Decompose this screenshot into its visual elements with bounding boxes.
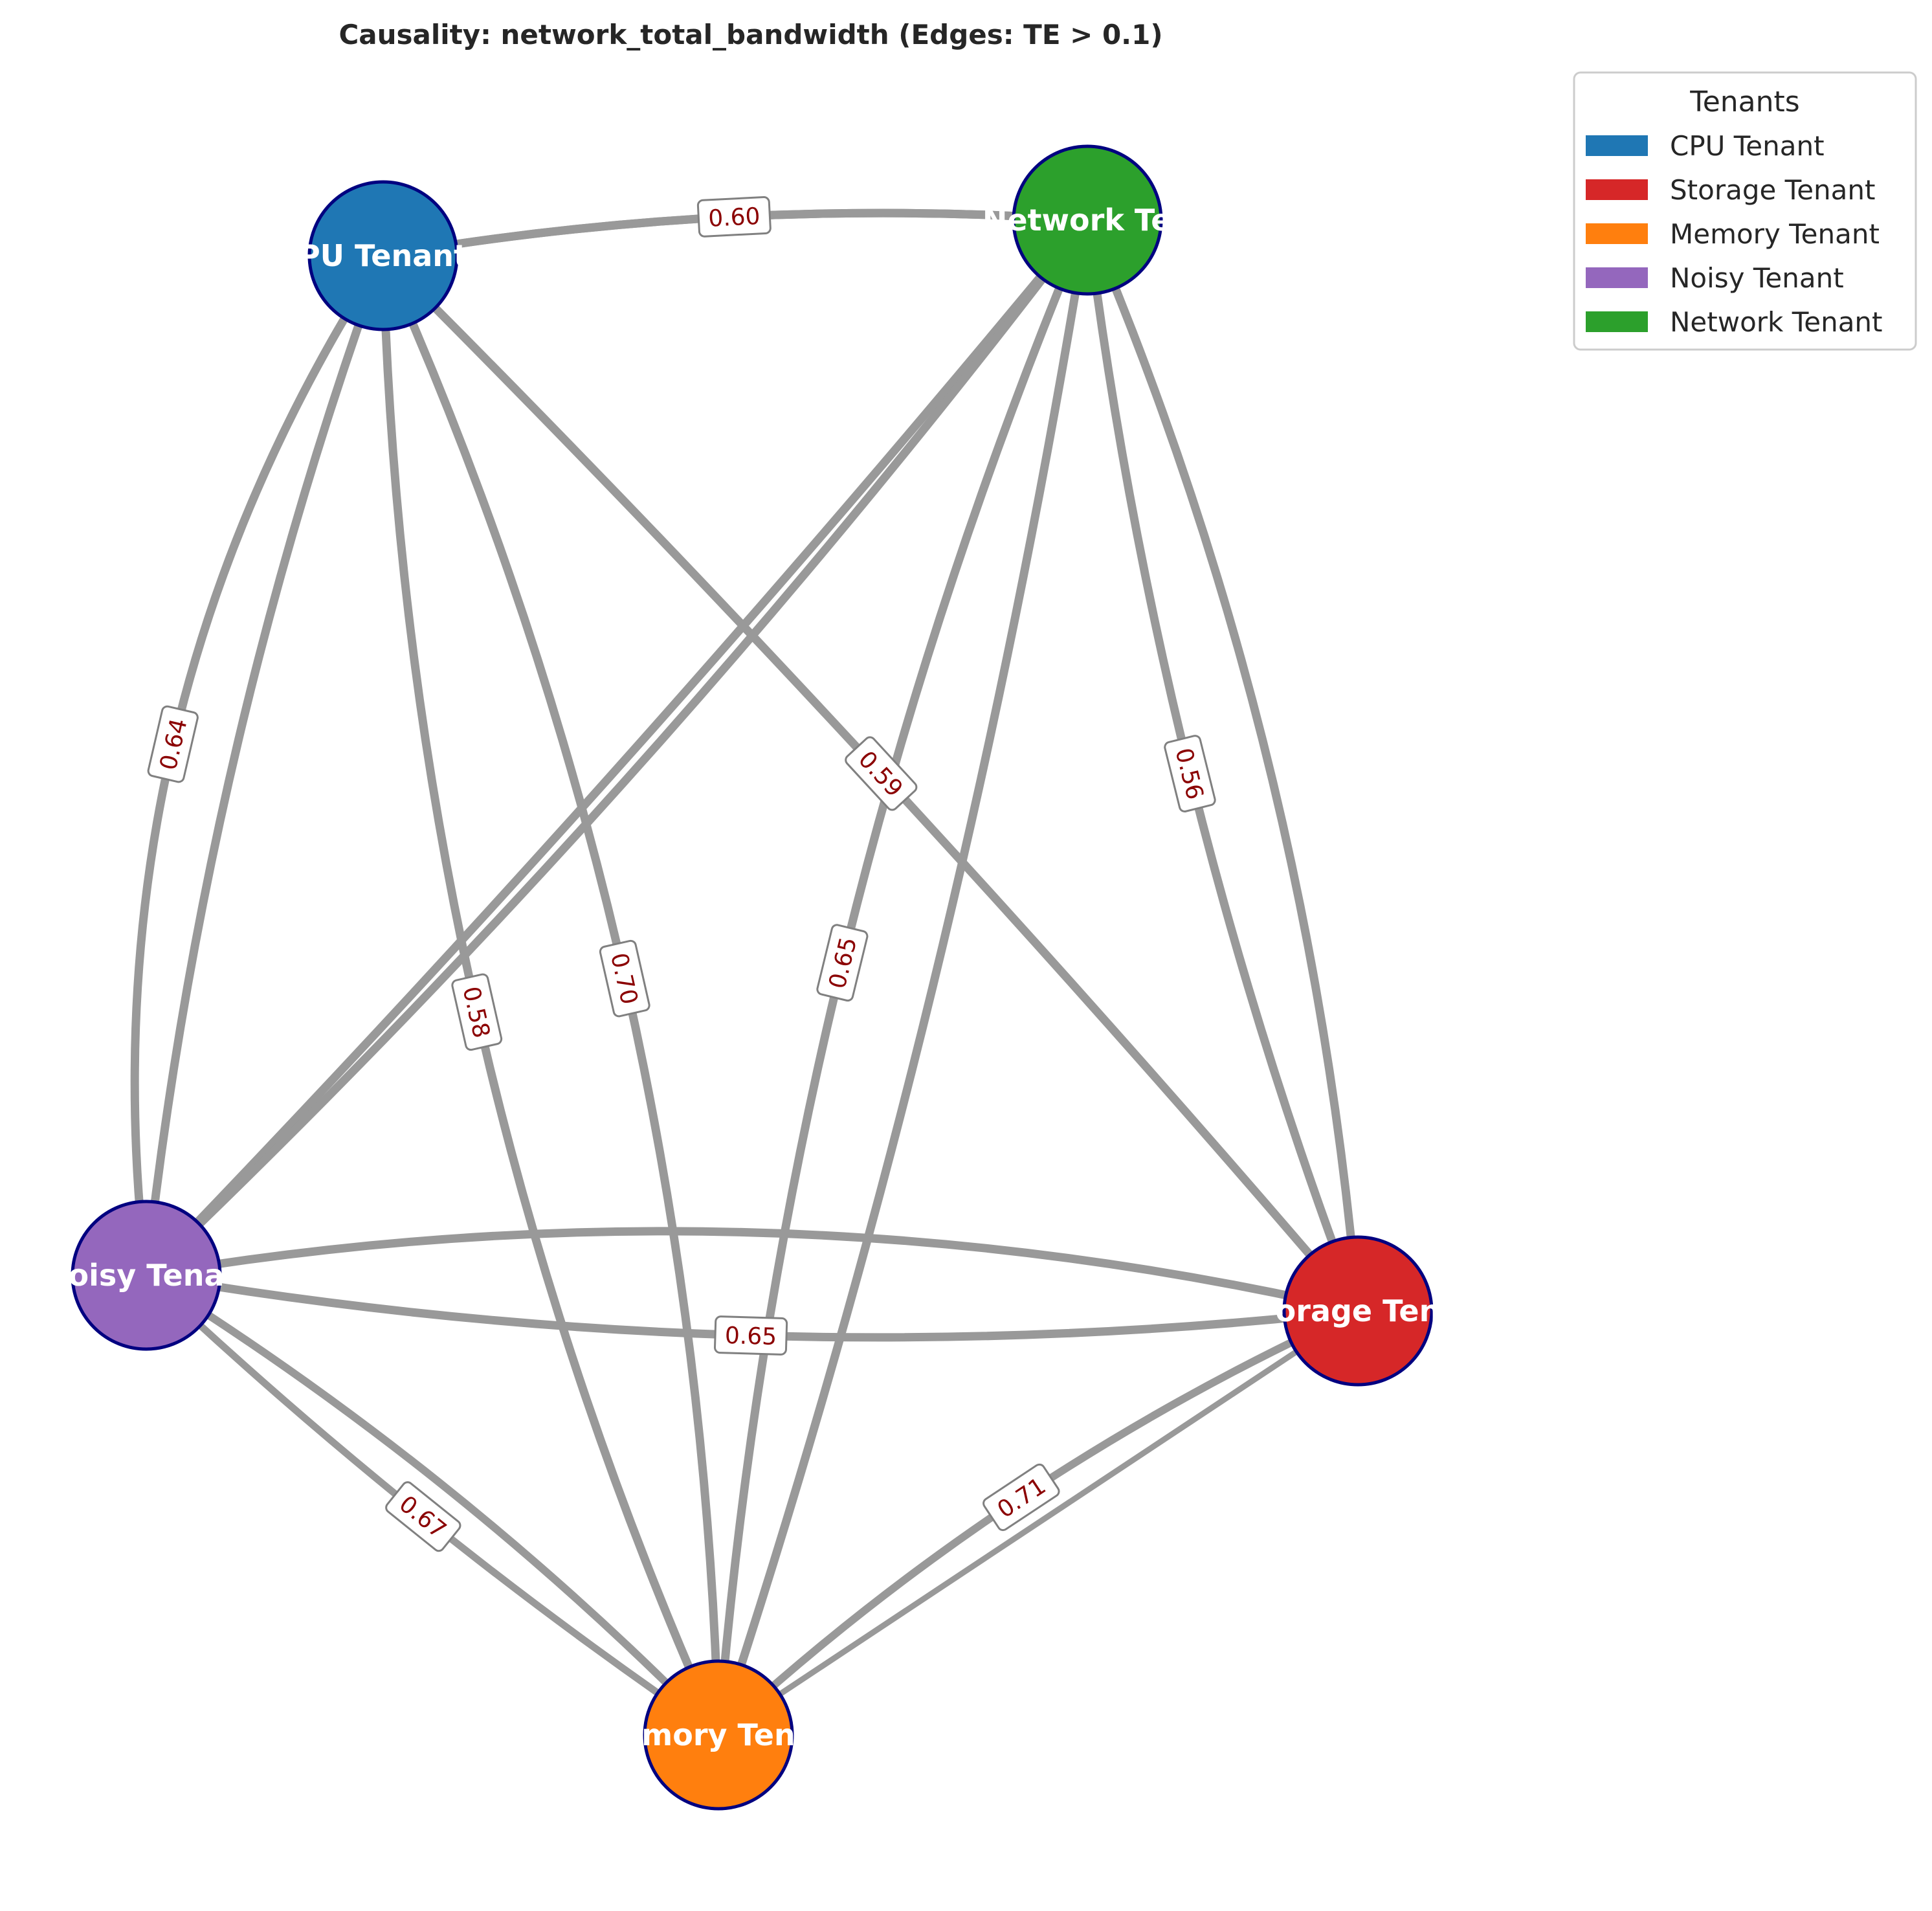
node-label-noisy: oisy Tena — [68, 1258, 224, 1293]
node-label-memory: mory Ten — [641, 1717, 795, 1752]
legend-label-network: Network Tenant — [1670, 306, 1883, 338]
edge-noisy-to-network — [142, 216, 1092, 1280]
edge-label-box — [385, 1481, 461, 1552]
nodes-layer: PU Tenant Network Ten oisy Tena orage Ten mo… — [68, 144, 1441, 1811]
node-storage[interactable]: orage Ten — [1276, 1235, 1441, 1387]
legend-title: Tenants — [1689, 85, 1799, 118]
legend-item-cpu: CPU Tenant — [1586, 130, 1825, 162]
node-label-network: Network Ten — [983, 203, 1192, 238]
legend-item-memory: Memory Tenant — [1586, 218, 1880, 250]
edge-label-box — [845, 736, 918, 811]
node-label-storage: orage Ten — [1276, 1293, 1441, 1328]
edge-label-box — [983, 1463, 1060, 1532]
node-label-cpu: PU Tenant — [298, 238, 468, 273]
legend-item-storage: Storage Tenant — [1586, 174, 1875, 206]
legend-swatch-memory — [1586, 223, 1648, 244]
edge-label-text: 0.60 — [707, 203, 761, 232]
edge-label-network-to-memory: 0.65 — [816, 924, 869, 1002]
edge-label-noisy-to-storage: 0.65 — [714, 1315, 788, 1356]
edge-network-to-noisy — [142, 216, 1092, 1280]
node-cpu[interactable]: PU Tenant — [298, 180, 468, 331]
edge-noisy-to-cpu — [142, 251, 388, 1280]
edge-storage-to-network — [1083, 216, 1362, 1315]
legend-swatch-noisy — [1586, 267, 1648, 288]
edge-label-box — [1164, 735, 1216, 812]
edge-label-box — [714, 1315, 788, 1356]
edge-label-network-to-storage: 0.56 — [1164, 735, 1216, 812]
legend-swatch-storage — [1586, 179, 1648, 200]
edge-label-box — [599, 939, 650, 1018]
node-circle-noisy[interactable] — [71, 1200, 222, 1351]
legend-swatch-cpu — [1586, 135, 1648, 156]
edge-label-text: 0.65 — [724, 1323, 777, 1350]
node-circle-memory[interactable] — [643, 1659, 794, 1811]
edge-label-box — [696, 196, 772, 238]
node-network[interactable]: Network Ten — [983, 144, 1192, 296]
edge-label-box — [147, 705, 199, 783]
edge-label-cpu-to-memory: 0.58 — [451, 973, 503, 1051]
edge-storage-to-noisy — [142, 1227, 1362, 1315]
node-noisy[interactable]: oisy Tena — [68, 1200, 225, 1351]
legend-item-noisy: Noisy Tenant — [1586, 262, 1844, 294]
legend-label-memory: Memory Tenant — [1670, 218, 1880, 250]
node-circle-network[interactable] — [1012, 144, 1163, 296]
edge-label-box — [816, 924, 869, 1002]
edge-network-to-storage — [1083, 216, 1362, 1315]
legend-item-network: Network Tenant — [1586, 306, 1883, 338]
legend-frame — [1573, 71, 1917, 351]
legend-swatch-network — [1586, 311, 1648, 332]
edge-label-storage-to-memory: 0.71 — [983, 1463, 1060, 1532]
edges-layer — [130, 208, 1362, 1739]
edge-label-cpu-to-noisy: 0.64 — [147, 705, 199, 783]
legend-label-storage: Storage Tenant — [1670, 174, 1875, 206]
node-circle-storage[interactable] — [1282, 1235, 1434, 1387]
chart-title: Causality: network_total_bandwidth (Edge… — [339, 19, 1162, 50]
edge-memory-to-storage — [715, 1308, 1361, 1738]
edge-label-box — [451, 973, 503, 1051]
node-memory[interactable]: mory Ten — [641, 1659, 795, 1811]
edge-memory-to-network — [714, 216, 1092, 1739]
node-circle-cpu[interactable] — [307, 180, 459, 331]
legend-label-cpu: CPU Tenant — [1670, 130, 1825, 162]
edge-label-cpu-to-network: 0.60 — [696, 196, 772, 238]
legend-label-noisy: Noisy Tenant — [1670, 262, 1844, 294]
edge-label-memory-to-cpu: 0.70 — [599, 939, 650, 1018]
edge-memory-to-noisy — [142, 1271, 722, 1739]
